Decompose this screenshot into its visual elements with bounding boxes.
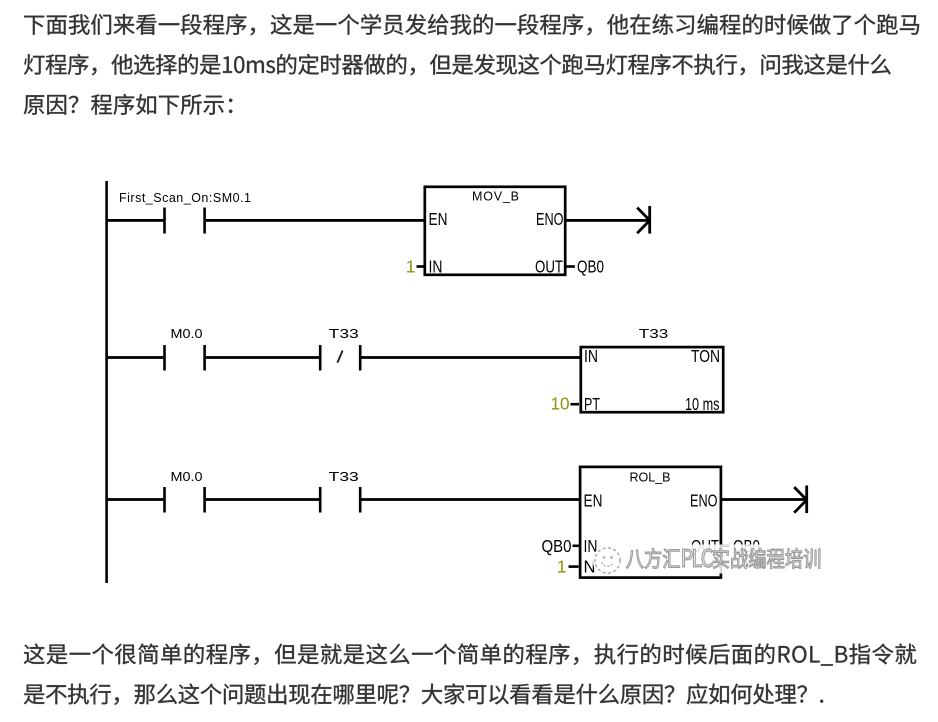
svg-text:QB0: QB0	[542, 536, 572, 556]
svg-text:IN: IN	[584, 346, 598, 366]
svg-text:IN: IN	[584, 536, 598, 556]
svg-text:T33: T33	[639, 327, 669, 341]
svg-text:EN: EN	[429, 209, 448, 229]
svg-text:ROL_B: ROL_B	[630, 471, 671, 485]
svg-text:1: 1	[557, 556, 567, 576]
svg-text:MOV_B: MOV_B	[472, 190, 519, 204]
svg-text:IN: IN	[429, 256, 443, 276]
svg-text:T33: T33	[329, 327, 359, 341]
svg-text:T33: T33	[329, 470, 359, 484]
svg-text:EN: EN	[584, 491, 603, 511]
svg-text:1: 1	[406, 256, 416, 276]
svg-text:OUT: OUT	[535, 256, 563, 276]
svg-text:10 ms: 10 ms	[685, 394, 720, 414]
svg-text:10: 10	[551, 394, 570, 414]
svg-text:ENO: ENO	[690, 491, 718, 511]
svg-text:First_Scan_On:SM0.1: First_Scan_On:SM0.1	[119, 191, 251, 205]
svg-text:PT: PT	[584, 394, 600, 414]
svg-text:M0.0: M0.0	[171, 327, 203, 341]
svg-text:M0.0: M0.0	[171, 470, 203, 484]
svg-text:TON: TON	[691, 346, 720, 366]
svg-text:QB0: QB0	[577, 256, 604, 276]
svg-text:N: N	[584, 557, 596, 577]
svg-text:ENO: ENO	[536, 209, 564, 229]
